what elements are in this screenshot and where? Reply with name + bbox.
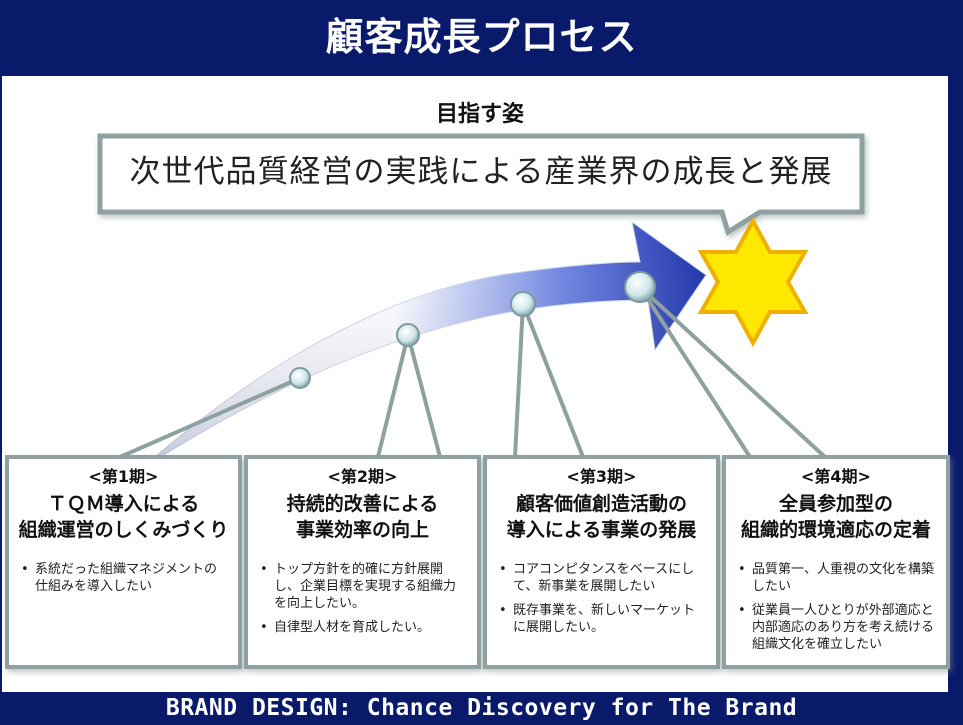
phase-label: <第1期>	[88, 467, 159, 486]
footer-text: BRAND DESIGN: Chance Discovery for The B…	[165, 695, 798, 721]
list-item: 従業員一人ひとりが外部適応と内部適応のあり方を考え続ける組織文化を確立したい	[738, 602, 936, 653]
milestone-bead-icon	[510, 291, 536, 317]
phase-points: トップ方針を的確に方針展開し、企業目標を実現する組織力を向上したい。 自律型人材…	[260, 561, 467, 643]
frame-right-border	[948, 76, 963, 692]
phase-title: 持続的改善による 事業効率の向上	[246, 491, 479, 543]
list-item: トップ方針を的確に方針展開し、企業目標を実現する組織力を向上したい。	[260, 561, 467, 612]
phase-card-2: <第2期> 持続的改善による 事業効率の向上 トップ方針を的確に方針展開し、企業…	[246, 457, 479, 667]
phase-title-line: 組織運営のしくみづくり	[18, 519, 229, 541]
growth-arrow	[139, 220, 707, 471]
phase-card-1: <第1期> ＴＱＭ導入による 組織運営のしくみづくり 系統だった組織マネジメント…	[7, 457, 240, 667]
phase-label: <第3期>	[566, 467, 637, 486]
header-bar: 顧客成長プロセス	[0, 0, 963, 76]
list-item: 品質第一、人重視の文化を構築したい	[738, 561, 936, 595]
phase-title-line: ＴＱＭ導入による	[47, 493, 200, 515]
milestone-bead-icon	[289, 367, 311, 389]
growth-arrow-shade	[140, 222, 706, 470]
phase-points: コアコンピタンスをベースにして、新事業を展開したい 既存事業を、新しいマーケット…	[499, 561, 706, 643]
phase-title-line: 全員参加型の	[778, 493, 893, 515]
list-item: コアコンピタンスをベースにして、新事業を展開したい	[499, 561, 706, 595]
list-item: 自律型人材を育成したい。	[260, 619, 467, 636]
phase-card-4: <第4期> 全員参加型の 組織的環境適応の定着 品質第一、人重視の文化を構築した…	[724, 457, 948, 667]
phase-points: 系統だった組織マネジメントの仕組みを導入したい	[21, 561, 228, 602]
phase-title-line: 導入による事業の発展	[506, 519, 697, 541]
phase-label: <第2期>	[327, 467, 398, 486]
milestone-bead-icon	[624, 271, 656, 303]
connector-lines	[119, 285, 827, 459]
phase-title: ＴＱＭ導入による 組織運営のしくみづくり	[7, 491, 240, 543]
phase-title: 顧客価値創造活動の 導入による事業の発展	[485, 491, 718, 543]
phase-title-line: 顧客価値創造活動の	[515, 493, 687, 515]
phase-points: 品質第一、人重視の文化を構築したい 従業員一人ひとりが外部適応と内部適応のあり方…	[738, 561, 936, 660]
milestone-beads	[289, 271, 656, 389]
frame-left-border	[0, 76, 2, 692]
footer-bar: BRAND DESIGN: Chance Discovery for The B…	[0, 692, 963, 725]
goal-heading: 目指す姿	[435, 102, 524, 127]
phase-title-line: 組織的環境適応の定着	[740, 519, 931, 541]
phase-title-line: 事業効率の向上	[295, 519, 429, 541]
phase-card-3: <第3期> 顧客価値創造活動の 導入による事業の発展 コアコンピタンスをベースに…	[485, 457, 718, 667]
page-title: 顧客成長プロセス	[325, 15, 638, 59]
milestone-bead-icon	[396, 323, 420, 347]
goal-statement: 次世代品質経営の実践による産業界の成長と発展	[129, 154, 833, 190]
phase-title-line: 持続的改善による	[286, 493, 439, 515]
list-item: 系統だった組織マネジメントの仕組みを導入したい	[21, 561, 228, 595]
phase-title: 全員参加型の 組織的環境適応の定着	[724, 491, 948, 543]
goal-callout	[97, 133, 865, 236]
phase-label: <第4期>	[801, 467, 871, 486]
star-icon	[697, 216, 809, 348]
list-item: 既存事業を、新しいマーケットに展開したい。	[499, 602, 706, 636]
